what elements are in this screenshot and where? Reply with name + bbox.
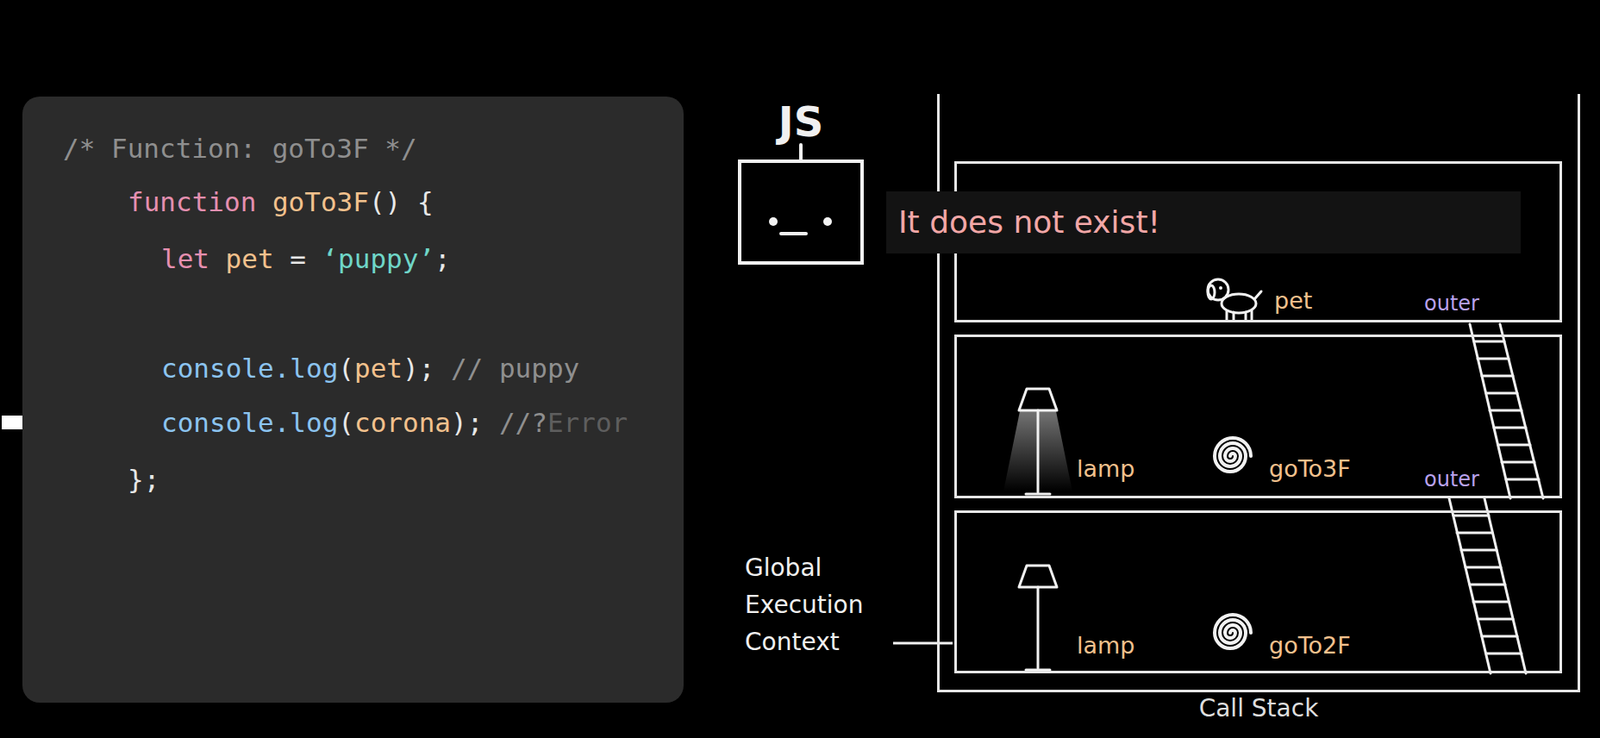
code-token: ); [402,350,435,386]
code-line: function goTo3F() { [127,184,434,219]
puppy-ear [1207,285,1215,300]
function-spiral [1214,614,1251,649]
lamp-pole [1037,587,1040,669]
code-token: pet [225,241,275,276]
speech-text: It does not exist! [898,203,1161,242]
outer-ladder [1449,498,1526,674]
ladder-rung [1481,635,1518,638]
code-line: letpet = ‘puppy’; [161,241,451,276]
lamp-shade [1018,388,1057,411]
ladder-rung [1456,531,1493,535]
outer-reference: outer [1424,290,1480,317]
code-token: let [161,241,210,276]
code-token: ( [337,405,355,440]
lamp-shade [1018,565,1057,588]
robot-eye [768,217,778,226]
function-name: goTo2F [1268,632,1351,659]
function-name: goTo3F [1268,456,1351,482]
ladder-rung [1461,549,1497,552]
code-panel: /* Function: goTo3F */ function goTo3F() {… [22,96,684,703]
ladder-rung [1486,392,1518,395]
ladder-rung [1473,600,1509,604]
puppy-tail [1255,291,1262,299]
ladder-rung [1469,583,1506,587]
speech-box: It does not exist! [886,191,1521,254]
code-token: function [127,184,257,219]
code-token: console.log [161,405,338,440]
code-line: console.log(corona); //?Error [161,405,628,440]
code-line: /* Function: goTo3F */ [62,131,418,166]
code-token: pet [354,350,403,386]
ladder-rung [1498,443,1531,447]
robot-eye [823,217,832,226]
code-token: console.log [161,350,338,386]
ladder-rung [1489,409,1522,413]
function-spiral [1214,437,1251,472]
code-token: ‘puppy’ [321,241,435,276]
outer-reference: outer [1424,466,1480,493]
code-token: /* Function: goTo3F */ [62,131,418,166]
puppy-leg [1250,310,1254,321]
variable-name: pet [1274,287,1313,314]
code-token: ( [337,350,355,386]
ladder-rung [1477,357,1509,361]
puppy-icon [1207,279,1262,321]
code-token: }; [127,462,160,497]
variable-name: lamp [1076,456,1136,482]
code-token: Error [547,405,628,440]
ladder-rung [1493,426,1526,430]
context-label: Global Execution Context [744,549,892,661]
ladder-rung [1477,618,1513,621]
outer-ladder [1469,324,1544,499]
robot-head [739,161,863,263]
code-token: () { [368,184,434,219]
lamp-base [1025,493,1050,496]
robot-antenna [799,144,803,162]
ladder-rung [1486,652,1522,656]
code-token: goTo3F [272,184,369,219]
lamp-icon [1018,565,1057,670]
robot-icon [739,144,863,263]
puppy-leg [1244,312,1248,321]
puppy-eye [1218,286,1223,290]
stack-floor: lamp goTo2F [954,510,1563,674]
ladder-rung [1501,461,1535,464]
robot-label: JS [740,100,862,144]
variable-name: lamp [1076,632,1136,659]
code-token: = [289,241,307,276]
lamp-glow [1003,411,1073,492]
code-token: ); [450,405,483,440]
call-stack-frame: petouterlampgoTo3FouterlampgoTo2FCall St… [937,93,1581,693]
call-stack-title: Call Stack [939,694,1578,723]
puppy-head [1207,279,1229,300]
ladder-rung [1506,478,1539,482]
puppy-leg [1225,311,1229,321]
robot-mouth [781,231,807,236]
puppy-leg [1232,312,1236,321]
lamp-pole [1037,410,1040,493]
stack-floor: lamp goTo3F outer [954,334,1563,499]
code-token: corona [354,405,451,440]
ladder-rung [1474,340,1505,344]
ladder-rung [1481,375,1513,378]
ladder-rung [1453,514,1489,518]
leader-line [893,642,953,645]
code-token: //? [499,405,548,440]
lamp-icon [1018,388,1057,494]
code-token: ; [434,241,451,276]
code-line: }; [127,462,160,497]
code-line: console.log(pet); // puppy [161,350,580,386]
code-token: // puppy [450,350,580,386]
ladder-rung [1465,566,1501,569]
